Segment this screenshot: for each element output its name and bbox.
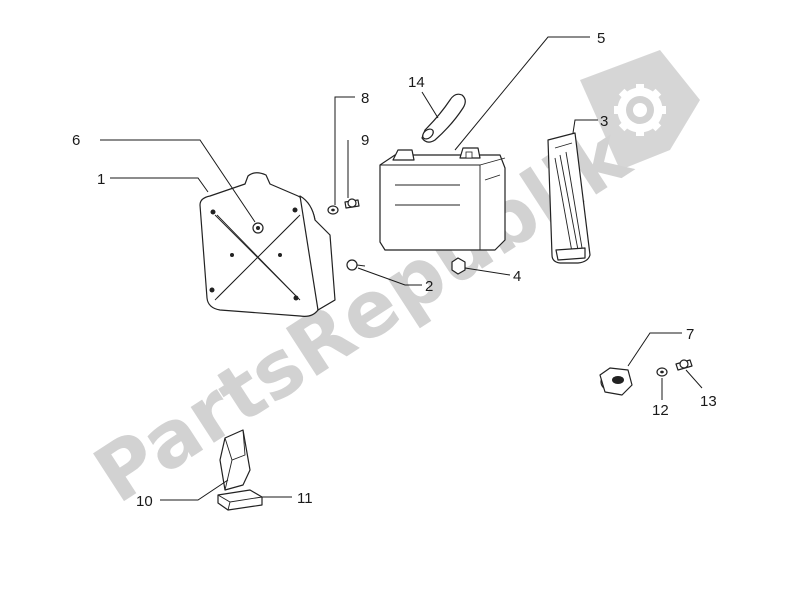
- leader-2: [357, 267, 422, 286]
- leader-14: [421, 91, 439, 119]
- battery-vent-hose: [421, 93, 466, 143]
- callout-12: 12: [652, 402, 669, 419]
- callout-1: 1: [97, 171, 105, 188]
- fuse-holder: [599, 367, 633, 396]
- screw-9: [344, 198, 360, 209]
- nut-4: [451, 257, 466, 275]
- washer-8: [327, 205, 339, 215]
- leader-13: [685, 369, 703, 389]
- gear-icon: [580, 50, 700, 170]
- callout-labels: 1 2 3 4 5 6 7 8 9 10 11 12 13 14: [72, 30, 717, 510]
- leader-1: [110, 177, 209, 193]
- rubber-block: [219, 429, 251, 491]
- leader-3: [572, 119, 598, 134]
- callout-9: 9: [361, 132, 369, 149]
- pad: [217, 489, 263, 511]
- callout-2: 2: [425, 278, 433, 295]
- washer-12: [656, 367, 668, 377]
- callout-8: 8: [361, 90, 369, 107]
- callout-7: 7: [686, 326, 694, 343]
- callout-3: 3: [600, 113, 608, 130]
- leader-5: [454, 36, 590, 151]
- callout-11: 11: [297, 490, 313, 507]
- callout-4: 4: [513, 268, 521, 285]
- callout-13: 13: [700, 393, 717, 410]
- leader-8: [334, 96, 355, 205]
- leader-lines: [100, 36, 703, 501]
- leader-7: [627, 332, 682, 367]
- leader-6: [100, 139, 256, 223]
- battery: [379, 147, 506, 251]
- screw-13: [675, 359, 693, 371]
- leader-10: [160, 479, 229, 501]
- plate-nut: [252, 222, 264, 234]
- leader-4: [464, 267, 511, 276]
- callout-14: 14: [408, 74, 425, 91]
- battery-holder-plate: [199, 172, 336, 317]
- battery-strap: [547, 132, 591, 264]
- callout-10: 10: [136, 493, 153, 510]
- callout-6: 6: [72, 132, 80, 149]
- bolt-2: [346, 259, 366, 271]
- callout-5: 5: [597, 30, 605, 47]
